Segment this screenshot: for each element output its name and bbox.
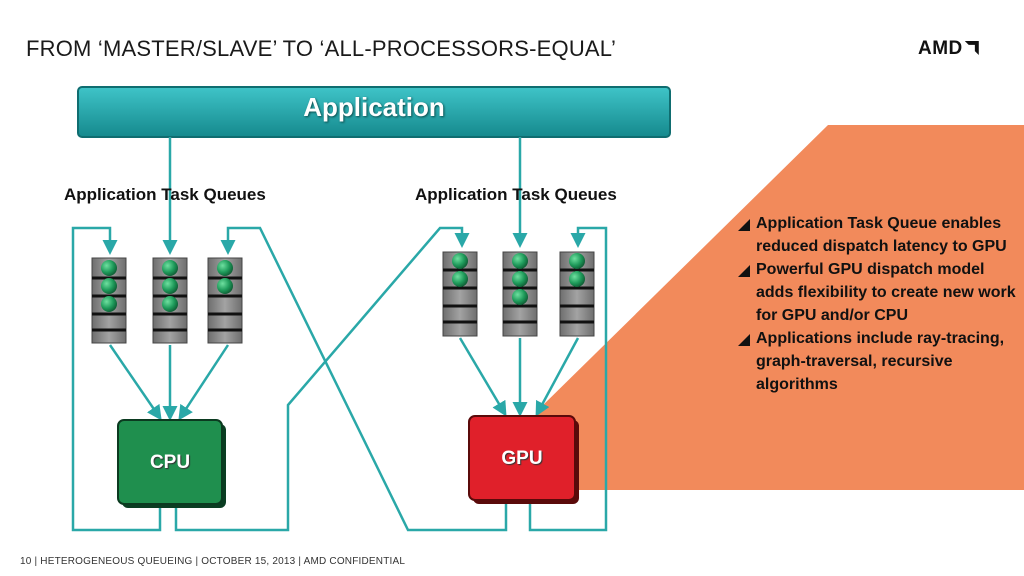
application-label: Application <box>303 92 445 122</box>
gpu-box <box>468 415 576 501</box>
cpu-queue-3 <box>207 257 243 344</box>
cpu-queue-1 <box>91 257 127 344</box>
cpu-loop-right <box>174 226 470 532</box>
gpu-queue-1 <box>442 251 478 337</box>
gpu-queue1-arrow <box>458 337 507 417</box>
task-token <box>569 271 585 287</box>
callout-background <box>538 125 1024 490</box>
gpu-queue3-arrow <box>535 337 580 417</box>
triangle-bullet-icon <box>738 334 750 346</box>
cpu-queue1-arrow <box>108 344 162 421</box>
task-token <box>162 296 178 312</box>
task-token <box>217 260 233 276</box>
task-token <box>512 289 528 305</box>
gpu-loop-right <box>528 226 608 532</box>
bullet-item: Application Task Queue enables reduced d… <box>738 212 1023 258</box>
application-bar <box>77 86 671 138</box>
logo-text: AMD <box>918 38 963 59</box>
cpu-queue3-arrow <box>178 344 230 421</box>
task-token <box>162 278 178 294</box>
task-token <box>101 278 117 294</box>
cpu-loop-left <box>71 226 162 532</box>
bullet-item: Powerful GPU dispatch model adds flexibi… <box>738 258 1023 327</box>
amd-logo: AMD <box>918 38 979 60</box>
task-token <box>217 278 233 294</box>
bullet-list: Application Task Queue enables reduced d… <box>738 212 1023 396</box>
gpu-queue-2 <box>502 251 538 337</box>
task-token <box>512 271 528 287</box>
triangle-bullet-icon <box>738 265 750 277</box>
cpu-label: CPU <box>149 452 191 473</box>
bullet-text: Powerful GPU dispatch model adds flexibi… <box>756 261 1016 324</box>
slide-title: FROM ‘MASTER/SLAVE’ TO ‘ALL-PROCESSORS-E… <box>26 36 617 61</box>
bullet-text: Application Task Queue enables reduced d… <box>756 215 1007 255</box>
cpu-queue-2 <box>152 257 188 344</box>
cpu-queues-label: Application Task Queues <box>64 185 266 204</box>
slide-footer: 10 | HETEROGENEOUS QUEUEING | OCTOBER 15… <box>20 556 406 567</box>
gpu-label: GPU <box>501 448 543 469</box>
task-token <box>162 260 178 276</box>
task-token <box>101 296 117 312</box>
task-token <box>452 271 468 287</box>
task-token <box>569 253 585 269</box>
gpu-loop-cross <box>220 226 508 532</box>
cpu-box <box>117 419 223 505</box>
gpu-queues-label: Application Task Queues <box>415 185 617 204</box>
task-token <box>101 260 117 276</box>
triangle-bullet-icon <box>738 219 750 231</box>
task-token <box>452 253 468 269</box>
bullet-text: Applications include ray-tracing, graph-… <box>756 330 1005 393</box>
bullet-item: Applications include ray-tracing, graph-… <box>738 327 1023 396</box>
task-token <box>512 253 528 269</box>
gpu-queue-3 <box>559 251 595 337</box>
